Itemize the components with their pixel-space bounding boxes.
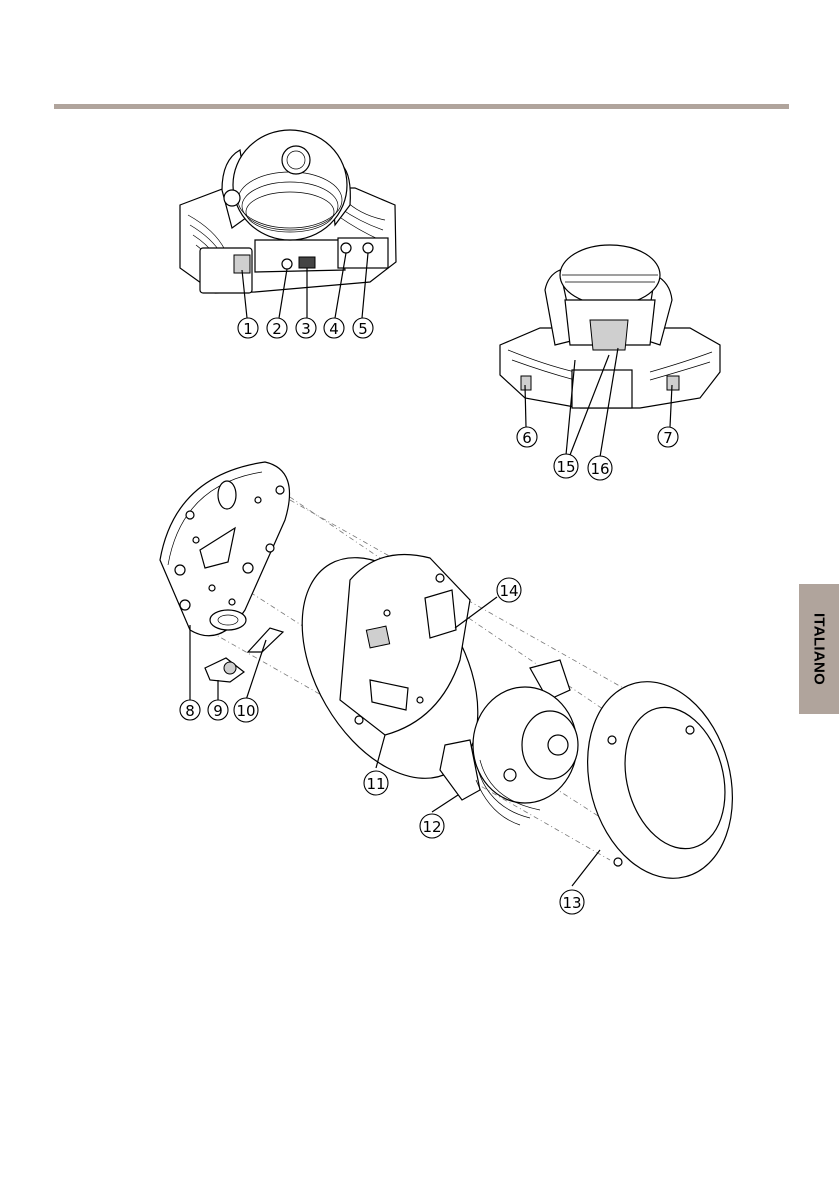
callout-4: 4 [324,318,344,338]
camera-front-view [180,130,396,318]
callout-16: 16 [588,456,612,480]
callout-13: 13 [560,890,584,914]
svg-text:14: 14 [499,582,518,600]
svg-text:10: 10 [236,702,255,720]
svg-text:4: 4 [329,320,339,338]
svg-text:6: 6 [522,429,532,447]
callout-9: 9 [208,700,228,720]
svg-text:3: 3 [301,320,311,338]
language-tab[interactable]: ITALIANO [799,584,839,714]
svg-text:2: 2 [272,320,282,338]
svg-text:7: 7 [663,429,673,447]
svg-text:16: 16 [590,460,609,478]
language-tab-label: ITALIANO [811,613,828,685]
callout-14: 14 [497,578,521,602]
callout-10: 10 [234,698,258,722]
svg-text:8: 8 [185,702,195,720]
callout-7: 7 [658,427,678,447]
svg-text:5: 5 [358,320,368,338]
svg-text:1: 1 [243,320,253,338]
exploded-view [160,462,753,895]
camera-rear-view [500,245,720,457]
callout-12: 12 [420,814,444,838]
svg-text:9: 9 [213,702,223,720]
svg-text:15: 15 [556,458,575,476]
callout-11: 11 [364,771,388,795]
callout-2: 2 [267,318,287,338]
callout-6: 6 [517,427,537,447]
callout-1: 1 [238,318,258,338]
svg-text:12: 12 [422,818,441,836]
svg-text:11: 11 [366,775,385,793]
callout-8: 8 [180,700,200,720]
svg-text:13: 13 [562,894,581,912]
callout-5: 5 [353,318,373,338]
callout-15: 15 [554,454,578,478]
callout-3: 3 [296,318,316,338]
